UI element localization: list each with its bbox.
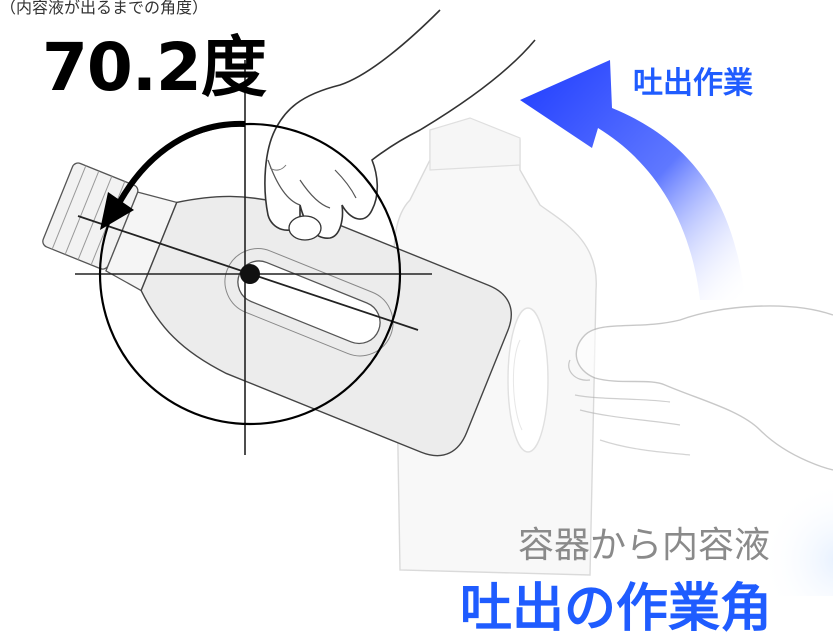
ghost-hand-right xyxy=(568,305,833,471)
highlight-text: 吐出の作業角 xyxy=(460,579,773,639)
angle-caption: （内容液が出るまでの角度） xyxy=(0,0,209,17)
curved-up-arrow-icon xyxy=(520,60,745,300)
angle-value: 70.2度 xyxy=(42,29,267,106)
hand-holding xyxy=(264,9,536,241)
counterclockwise-arrow-icon xyxy=(100,120,246,230)
illustration xyxy=(42,9,833,640)
angle-guide xyxy=(75,60,432,455)
action-label: 吐出作業 xyxy=(633,66,753,101)
tilted-bottle xyxy=(42,162,512,457)
description-text: 容器から内容液 xyxy=(518,525,771,566)
